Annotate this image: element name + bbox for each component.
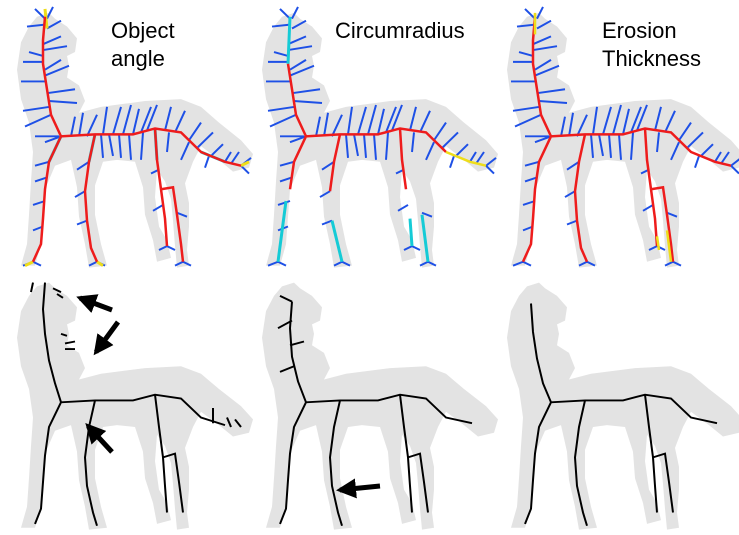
title-circumradius: Circumradius [335, 18, 465, 43]
title-erosion-thickness-line2: Thickness [602, 46, 701, 71]
horse-silhouette [262, 283, 498, 530]
panel-circumradius-colored [262, 7, 498, 268]
horse-silhouette [17, 283, 253, 530]
panel-object-angle-pruned [17, 283, 253, 530]
arrow-icon [340, 486, 380, 490]
title-erosion-thickness-line1: Erosion [602, 18, 677, 43]
title-object-angle-line2: angle [111, 46, 165, 71]
panel-circumradius-pruned [262, 283, 498, 530]
arrow-icon [96, 322, 118, 352]
arrow-icon [80, 298, 112, 310]
horse-silhouette [507, 283, 739, 530]
title-object-angle-line1: Object [111, 18, 175, 43]
arrows-circumradius [340, 486, 380, 490]
panel-erosion-thickness-pruned [507, 283, 739, 530]
